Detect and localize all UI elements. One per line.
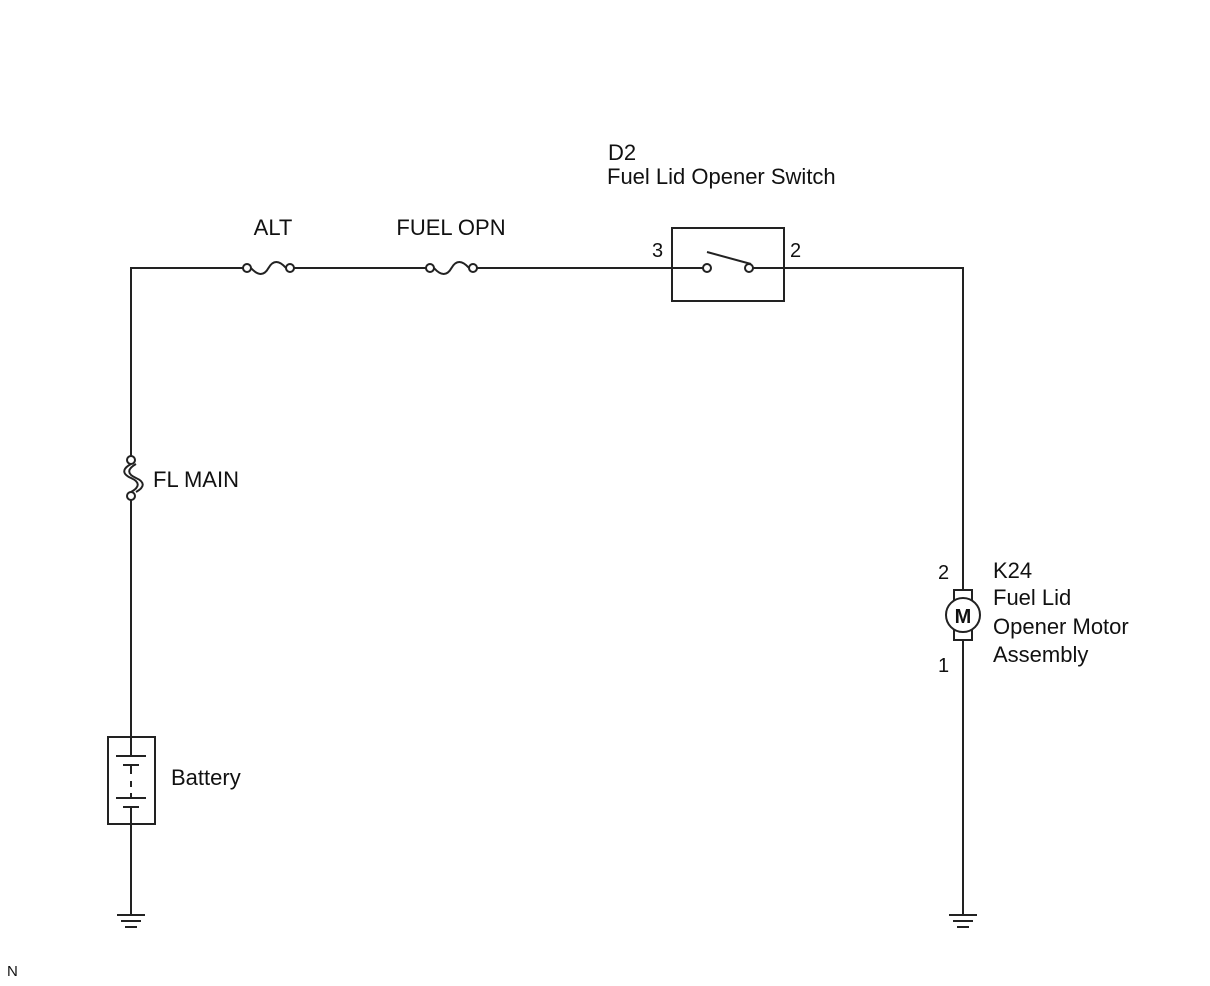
left-wire-top [130, 267, 247, 456]
alt-fuse-label: ALT [254, 215, 293, 240]
ground-right-icon [949, 914, 977, 928]
ground-left-icon [117, 914, 145, 928]
motor-code: K24 [993, 558, 1032, 583]
footer-code: N [7, 963, 18, 980]
fuel-lid-opener-switch: D2 Fuel Lid Opener Switch 3 2 [607, 140, 836, 302]
motor-circle [945, 597, 981, 633]
motor-name-line-3: Assembly [993, 642, 1088, 667]
alt-fuse: ALT [242, 215, 295, 275]
switch-pin-2: 2 [790, 240, 801, 262]
switch-name: Fuel Lid Opener Switch [607, 164, 836, 189]
right-wire [784, 267, 964, 590]
switch-code: D2 [608, 140, 636, 165]
motor-name-line-1: Fuel Lid [993, 585, 1071, 610]
switch-pin-3: 3 [652, 240, 663, 262]
switch-contact-arm [706, 251, 752, 265]
motor-pin-2: 2 [938, 562, 949, 584]
fuel-lid-opener-motor: M 2 1 K24 Fuel Lid Opener Motor Assembly [938, 558, 1129, 677]
fuel-opn-fuse: FUEL OPN [396, 215, 506, 275]
wiring [130, 267, 964, 915]
motor-pin-1: 1 [938, 655, 949, 677]
motor-name-line-2: Opener Motor [993, 614, 1129, 639]
battery: Battery [107, 736, 241, 825]
fl-main-fuse-label: FL MAIN [153, 467, 239, 492]
fl-main-fuse: FL MAIN [123, 455, 239, 501]
motor-symbol: M [955, 606, 972, 628]
battery-label: Battery [171, 765, 241, 790]
switch-box [671, 227, 785, 302]
fuel-opn-fuse-label: FUEL OPN [396, 215, 505, 240]
